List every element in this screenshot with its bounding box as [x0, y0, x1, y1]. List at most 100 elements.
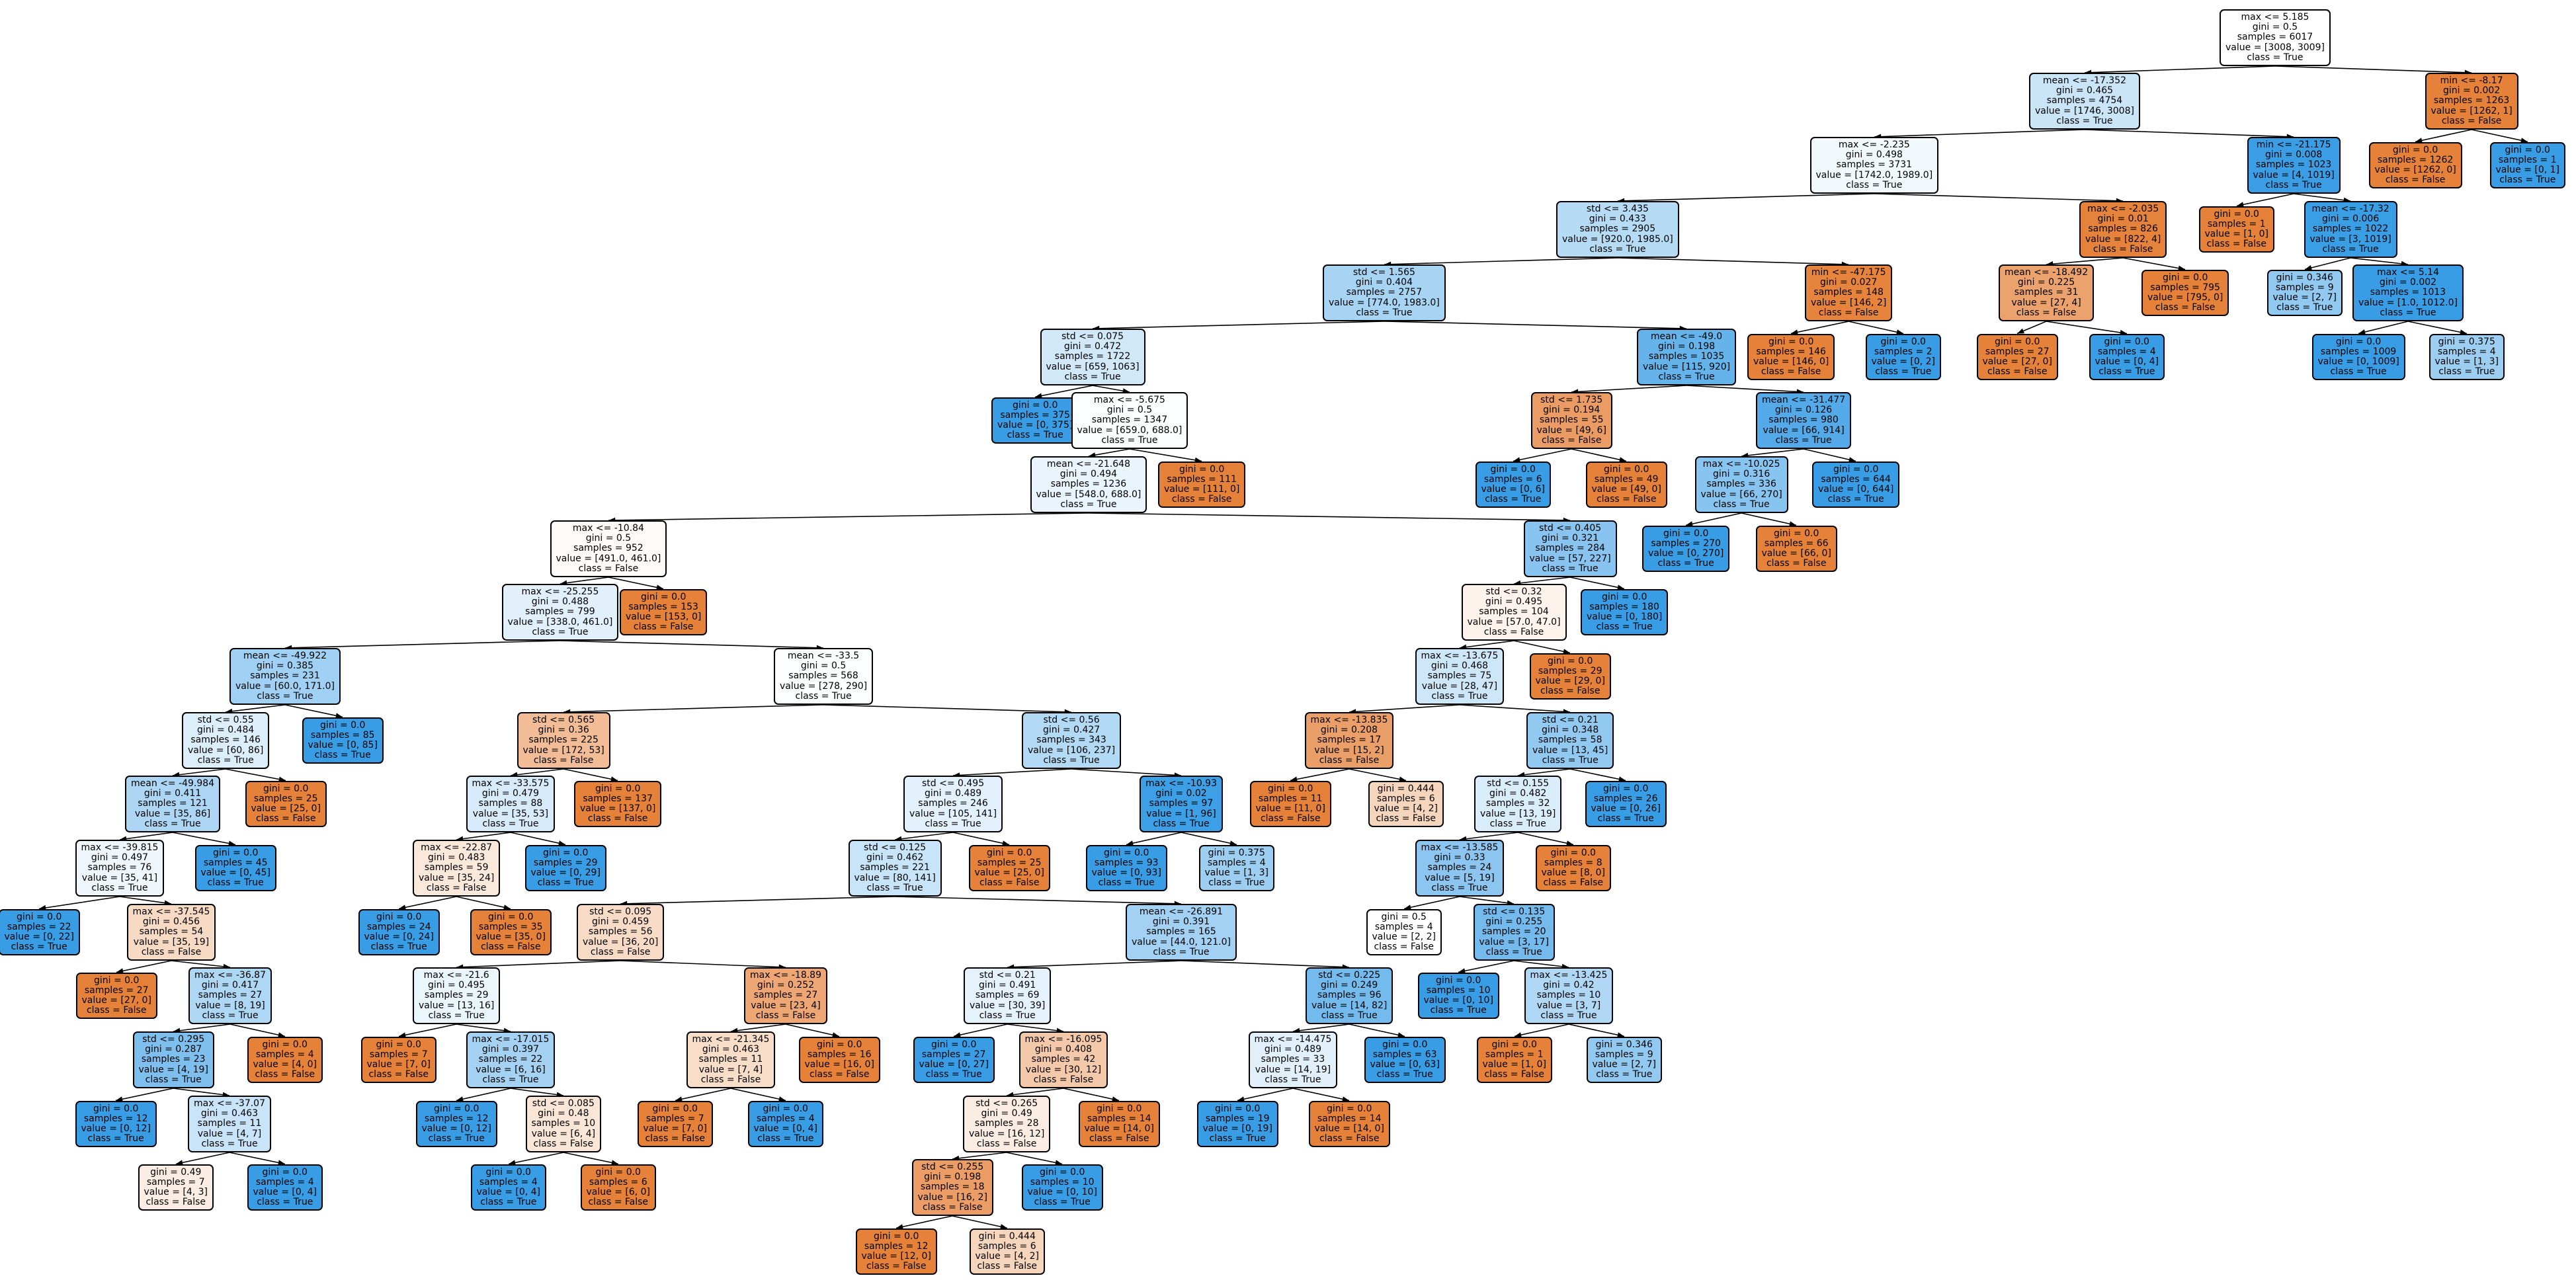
- tree-edge: [1848, 321, 1904, 335]
- tree-edge: [38, 896, 120, 910]
- node-line: class = True: [2098, 366, 2155, 378]
- tree-edge: [952, 1152, 1007, 1160]
- edge-arrowhead: [832, 1032, 839, 1038]
- node-line: samples = 76: [87, 862, 152, 873]
- tree-edge: [175, 1152, 230, 1165]
- node-line: value = [0, 10]: [1027, 1186, 1097, 1197]
- tree-edge: [1071, 768, 1182, 776]
- node-line: samples = 4: [255, 1176, 314, 1187]
- tree-edge: [952, 832, 1010, 846]
- node-line: gini = 0.0: [1214, 1103, 1261, 1114]
- node-line: std <= 0.085: [532, 1098, 595, 1109]
- node-line: std <= 0.265: [976, 1098, 1038, 1109]
- node-line: value = [0, 26]: [1591, 803, 1661, 814]
- node-line: class = False: [633, 622, 694, 633]
- node-line: class = False: [145, 1197, 206, 1208]
- node-line: value = [16, 12]: [969, 1128, 1045, 1139]
- node-line: gini = 0.126: [1774, 405, 1833, 416]
- node-line: gini = 0.0: [93, 1103, 139, 1114]
- node-line: gini = 0.0: [1663, 528, 1709, 539]
- node-line: value = [49, 6]: [1536, 424, 1606, 436]
- node-line: samples = 4754: [2046, 95, 2123, 106]
- node-line: max <= 5.185: [2241, 12, 2309, 22]
- node-line: gini = 0.391: [1152, 916, 1210, 928]
- node-line: value = [0, 4]: [253, 1186, 317, 1197]
- node-line: class = True: [2247, 52, 2304, 63]
- node-line: gini = 0.463: [702, 1044, 760, 1055]
- node-line: class = False: [1761, 366, 1821, 378]
- tree-edge: [1007, 1024, 1064, 1032]
- node-line: samples = 26: [1593, 793, 1658, 804]
- edge-arrowhead: [1686, 521, 1693, 527]
- node-line: class = True: [1356, 307, 1413, 318]
- node-line: min <= -21.175: [2256, 140, 2331, 150]
- node-line: gini = 0.348: [1542, 725, 1599, 736]
- node-line: max <= 5.14: [2376, 267, 2439, 278]
- node-line: class = False: [1766, 558, 1827, 569]
- node-line: class = False: [645, 1133, 706, 1145]
- node-line: samples = 148: [1813, 287, 1884, 298]
- node-line: value = [0, 22]: [4, 931, 74, 942]
- node-line: class = True: [1540, 1010, 1597, 1021]
- node-line: class = False: [1818, 307, 1879, 318]
- tree-edge: [1006, 1088, 1064, 1096]
- node-line: mean <= -17.32: [2311, 204, 2389, 214]
- node-line: class = True: [1431, 882, 1488, 893]
- node-line: value = [0, 29]: [530, 867, 601, 878]
- tree-edge: [1459, 704, 1571, 713]
- node-line: gini = 0.479: [481, 788, 540, 799]
- node-line: value = [13, 45]: [1532, 744, 1608, 756]
- edge-arrowhead: [503, 904, 511, 910]
- node-line: value = [548.0, 688.0]: [1036, 489, 1142, 500]
- tree-edge: [1088, 448, 1130, 457]
- node-line: class = False: [1543, 877, 1604, 889]
- node-line: samples = 980: [1768, 415, 1839, 426]
- node-line: gini = 0.002: [2379, 277, 2437, 288]
- tree-edge: [1459, 640, 1515, 649]
- tree-edge: [456, 960, 621, 968]
- node-line: samples = 826: [2088, 223, 2158, 235]
- node-line: value = [0, 85]: [308, 739, 378, 750]
- node-line: samples = 93: [1094, 857, 1159, 868]
- node-line: value = [0, 27]: [919, 1059, 989, 1070]
- node-line: class = True: [1775, 434, 1832, 446]
- node-line: gini = 0.489: [1264, 1044, 1322, 1055]
- node-line: gini = 0.417: [201, 980, 259, 991]
- node-line: gini = 0.0: [1994, 336, 2040, 347]
- node-line: max <= -13.425: [1530, 970, 1608, 981]
- node-line: value = [3, 17]: [1479, 936, 1549, 947]
- node-line: value = [35, 0]: [476, 931, 546, 942]
- node-line: class = False: [700, 1074, 761, 1085]
- node-line: gini = 0.0: [1768, 336, 1814, 347]
- node-line: gini = 0.0: [986, 847, 1032, 858]
- tree-edge: [1403, 896, 1460, 910]
- tree-edge: [730, 1088, 786, 1102]
- node-line: max <= -21.345: [692, 1034, 770, 1045]
- node-line: gini = 0.5: [1106, 405, 1153, 416]
- node-line: value = [0, 2]: [1871, 356, 1936, 367]
- node-line: class = True: [197, 754, 254, 766]
- edge-arrowhead: [656, 584, 663, 590]
- node-line: class = True: [480, 1197, 537, 1208]
- node-line: class = False: [1596, 494, 1657, 505]
- tree-edge: [1803, 448, 1856, 462]
- node-line: value = [60, 86]: [188, 744, 264, 756]
- node-line: samples = 180: [1589, 601, 1659, 612]
- node-line: class = True: [757, 1133, 814, 1145]
- node-line: value = [1, 96]: [1146, 808, 1216, 819]
- node-line: std <= 0.095: [589, 906, 652, 917]
- node-line: class = False: [86, 1005, 147, 1016]
- node-line: value = [14, 0]: [1314, 1123, 1384, 1134]
